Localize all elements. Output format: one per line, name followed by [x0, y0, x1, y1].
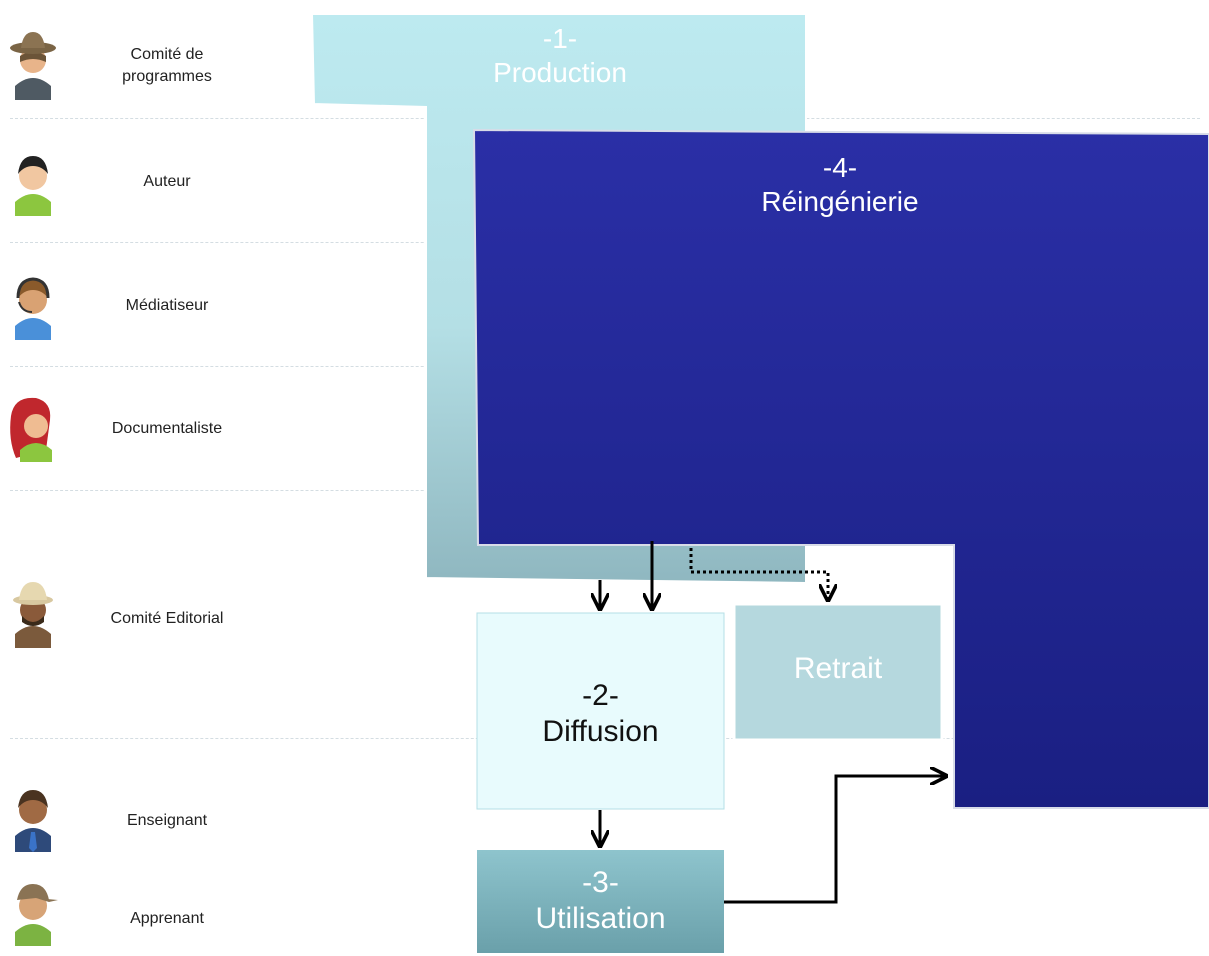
diffusion-label: -2- Diffusion	[477, 678, 724, 750]
production-title: Production	[493, 56, 627, 88]
pith-helmet-man-icon	[13, 582, 53, 648]
retrait-box	[732, 602, 944, 742]
arrow-reingenierie-to-retrait	[689, 548, 828, 600]
utilisation-title: Utilisation	[535, 902, 666, 935]
teacher-icon	[15, 790, 51, 852]
role-label: Comité Editorial	[110, 610, 224, 627]
reingenierie-number: -4-	[822, 152, 858, 183]
utilisation-label: -3- Utilisation	[477, 865, 724, 937]
retrait-label: Retrait	[793, 652, 883, 685]
role-label: Apprenant	[130, 910, 204, 927]
reingenierie-label: -4- Réingénierie	[700, 151, 980, 218]
utilisation-number: -3-	[582, 866, 619, 899]
production-label: -1- Production	[430, 22, 690, 89]
woman-icon	[10, 397, 52, 462]
utilisation-box	[477, 850, 724, 953]
reingenierie-title: Réingénierie	[761, 185, 919, 217]
diffusion-box	[476, 612, 725, 810]
role-label: Médiatiseur	[125, 297, 209, 314]
role-label: Enseignant	[126, 812, 208, 829]
arrow-utilisation-to-reingenierie	[724, 776, 946, 904]
production-number: -1-	[542, 23, 578, 54]
role-mediatiseur: Médiatiseur	[0, 268, 260, 348]
reingenierie-box	[472, 128, 1209, 809]
diffusion-number: -2-	[582, 679, 619, 712]
role-label: Documentaliste	[111, 420, 223, 437]
role-documentaliste: Documentaliste	[0, 390, 260, 470]
role-enseignant: Enseignant	[0, 780, 260, 860]
role-comite-editorial: Comité Editorial	[0, 576, 260, 656]
hat-man-icon	[10, 32, 56, 100]
student-icon	[15, 884, 58, 946]
author-icon	[15, 156, 51, 216]
role-auteur: Auteur	[0, 144, 260, 224]
role-label: Comité de programmes	[122, 46, 212, 85]
diffusion-title: Diffusion	[542, 715, 659, 748]
role-apprenant: Apprenant	[0, 876, 260, 956]
headset-icon	[15, 277, 51, 340]
role-label: Auteur	[143, 173, 191, 190]
role-comite-programmes: Comité de programmes	[0, 26, 260, 106]
